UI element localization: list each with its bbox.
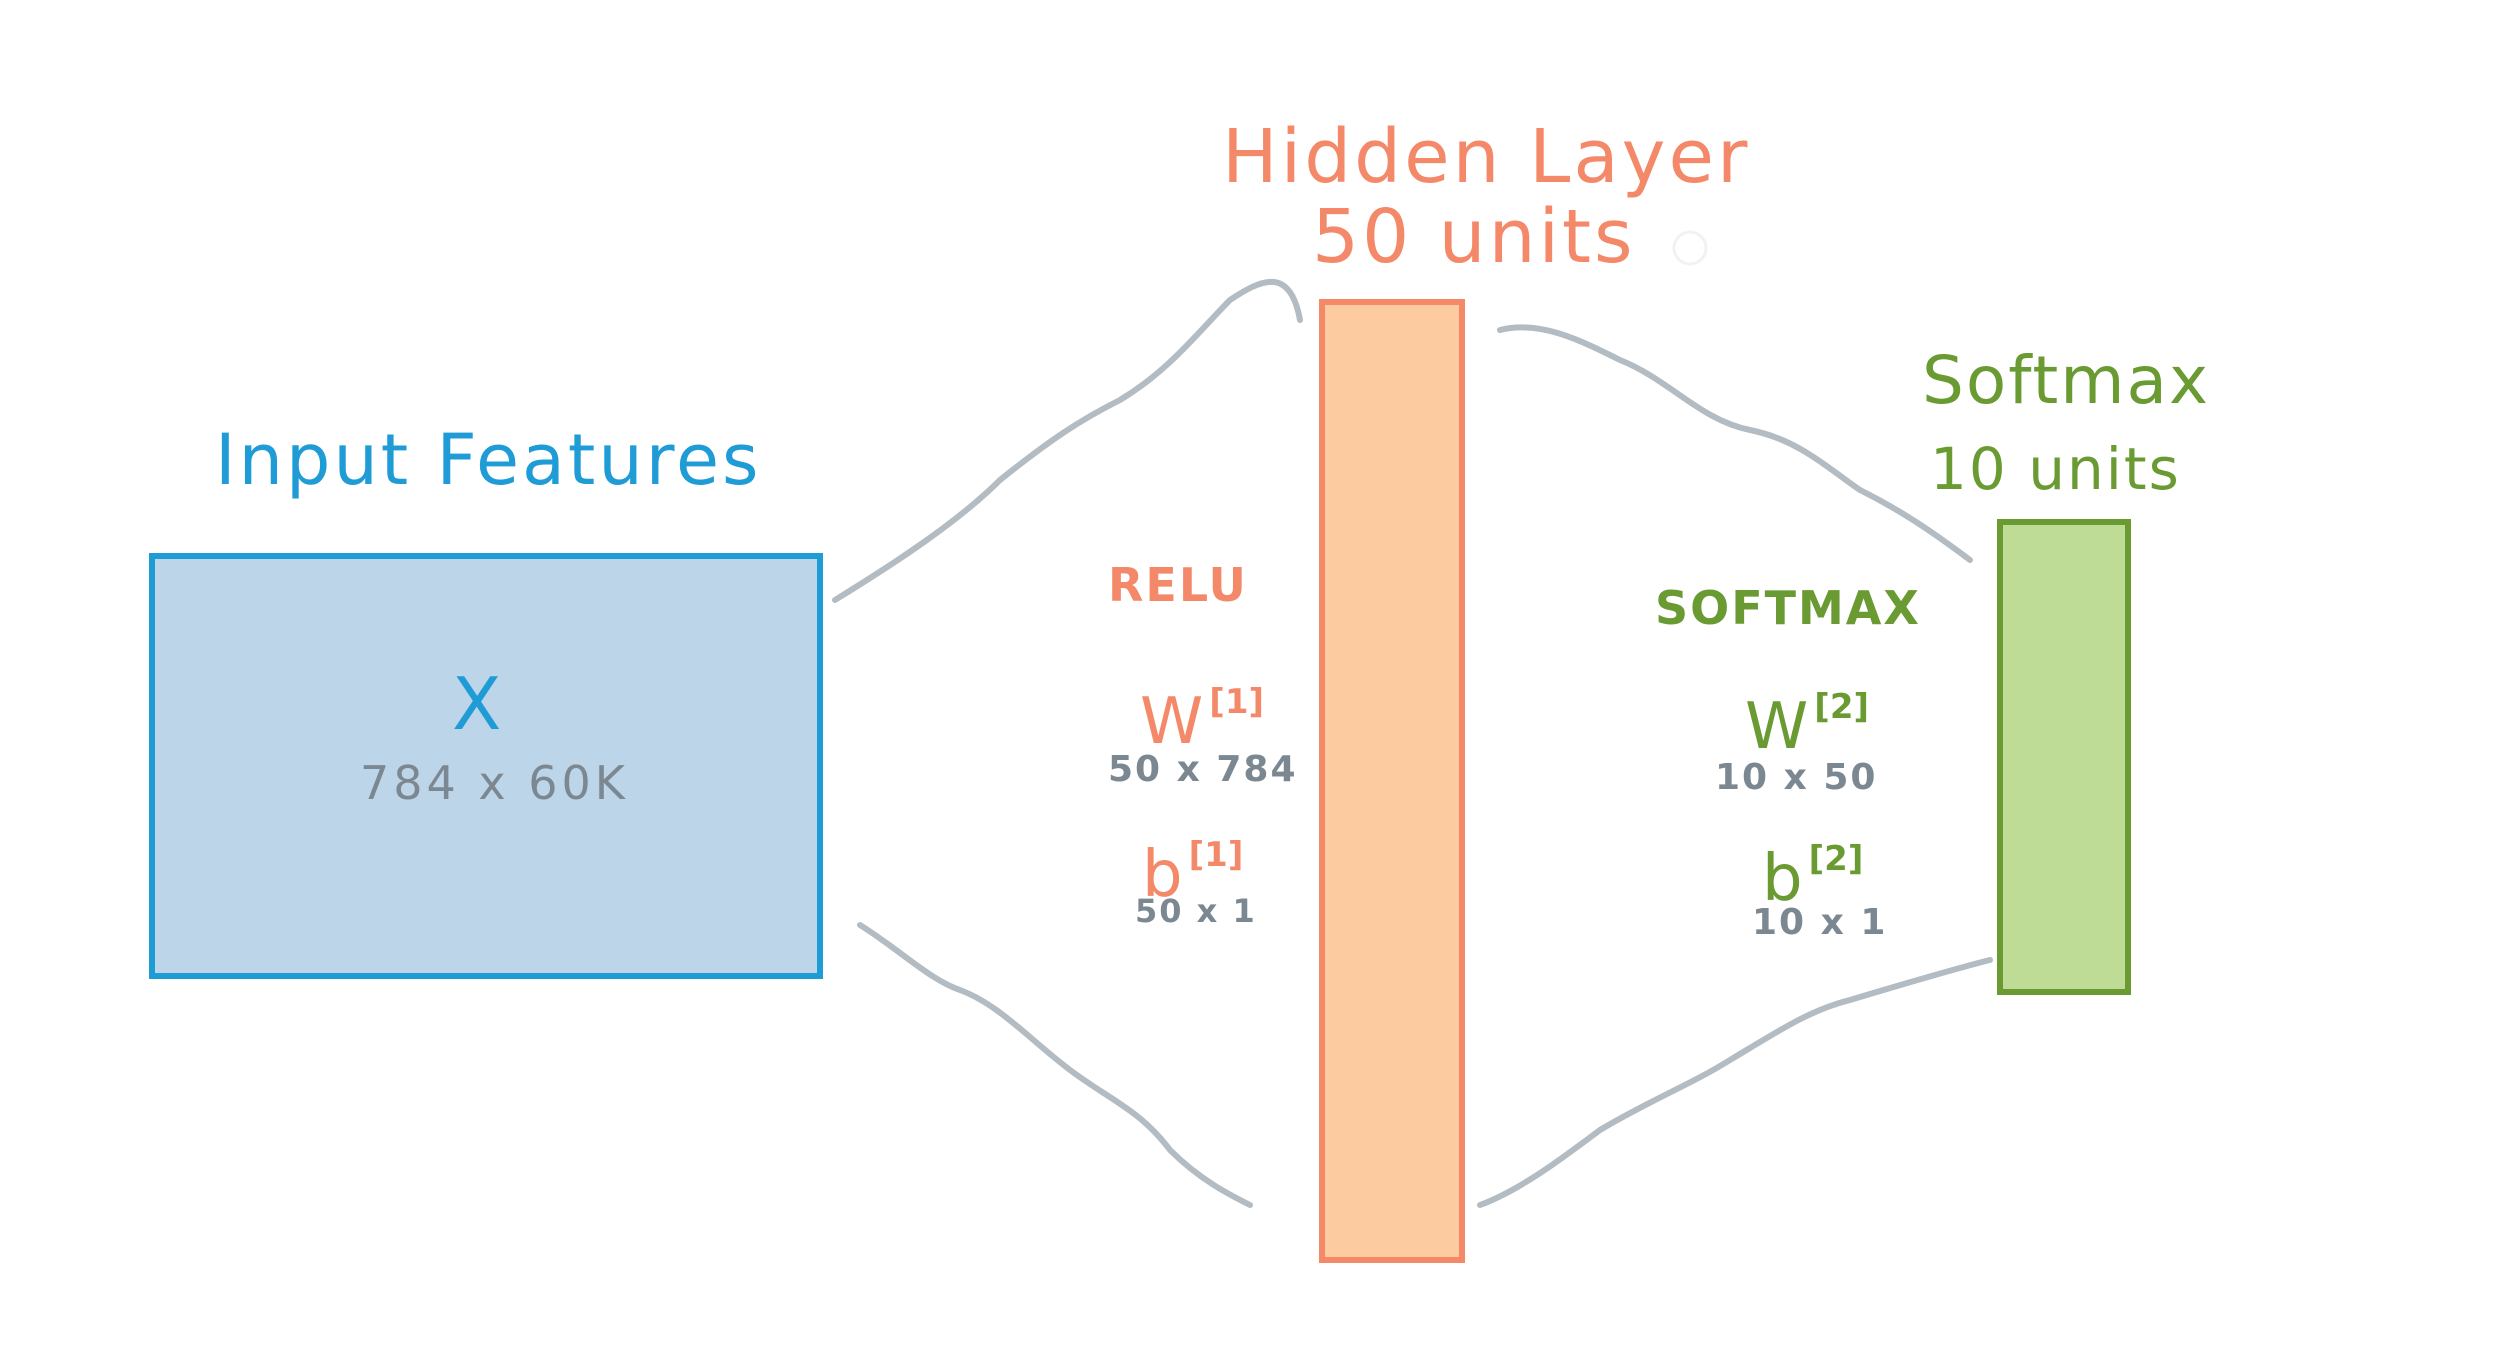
hidden-units: 50 units — [1312, 194, 1636, 280]
connector-input-hidden-top — [832, 278, 1303, 603]
output-units: 10 units — [1930, 435, 2181, 503]
output-activation: SOFTMAX — [1655, 581, 1921, 635]
hidden-bias-label: b[1] — [1142, 838, 1243, 907]
connector-hidden-output-bottom — [1477, 957, 1993, 1208]
output-title: Softmax — [1922, 342, 2211, 419]
stray-dot — [1672, 230, 1708, 266]
hidden-weight-label: W[1] — [1140, 685, 1264, 754]
hidden-weight-symbol: W — [1140, 685, 1204, 759]
connector-input-hidden-bottom — [857, 922, 1253, 1208]
input-dims: 784 x 60K — [360, 756, 629, 810]
output-weight-symbol: W — [1745, 690, 1809, 764]
hidden-activation: RELU — [1108, 558, 1248, 612]
hidden-title: Hidden Layer — [1222, 114, 1751, 200]
output-weight-label: W[2] — [1745, 690, 1869, 759]
output-weight-dims: 10 x 50 — [1715, 757, 1878, 798]
output-layer-bar — [1997, 519, 2131, 995]
input-title: Input Features — [215, 419, 762, 501]
input-symbol: X — [452, 662, 502, 746]
hidden-weight-dims: 50 x 784 — [1108, 749, 1298, 790]
output-bias-label: b[2] — [1762, 842, 1863, 911]
input-matrix-box — [149, 553, 823, 979]
output-bias-dims: 10 x 1 — [1752, 902, 1888, 943]
output-weight-superscript: [2] — [1814, 687, 1870, 727]
hidden-layer-bar — [1319, 299, 1465, 1263]
hidden-weight-superscript: [1] — [1209, 682, 1265, 722]
hidden-bias-dims: 50 x 1 — [1135, 892, 1257, 930]
output-bias-superscript: [2] — [1808, 839, 1864, 879]
hidden-bias-superscript: [1] — [1188, 835, 1244, 875]
output-bias-symbol: b — [1762, 842, 1803, 916]
connector-hidden-output-top — [1497, 324, 1973, 563]
hidden-bias-symbol: b — [1142, 838, 1183, 912]
